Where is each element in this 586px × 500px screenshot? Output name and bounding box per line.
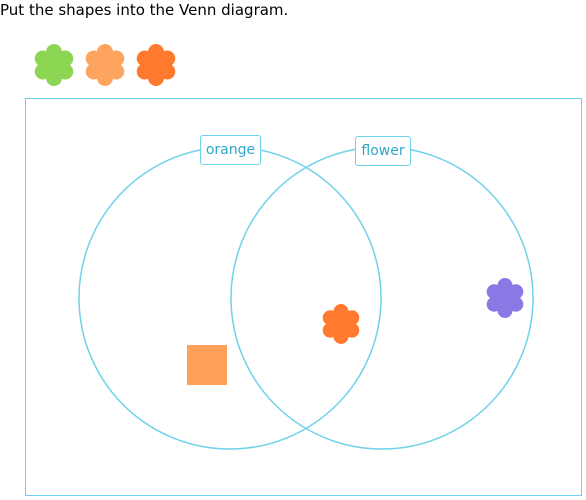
instruction-text: Put the shapes into the Venn diagram. xyxy=(0,1,289,19)
orange-flower-shape[interactable] xyxy=(318,300,364,348)
shape-tray xyxy=(30,41,182,89)
dark-orange-flower-shape[interactable] xyxy=(136,44,176,86)
square-shape[interactable] xyxy=(187,345,227,385)
set-label-flower: flower xyxy=(355,136,411,166)
set-label-orange: orange xyxy=(200,135,261,165)
shape-tray-canvas xyxy=(34,44,176,86)
light-orange-flower-shape[interactable] xyxy=(85,44,125,86)
orange-set-circle[interactable] xyxy=(78,146,382,450)
purple-flower-shape[interactable] xyxy=(482,274,528,322)
green-flower-shape[interactable] xyxy=(34,44,74,86)
